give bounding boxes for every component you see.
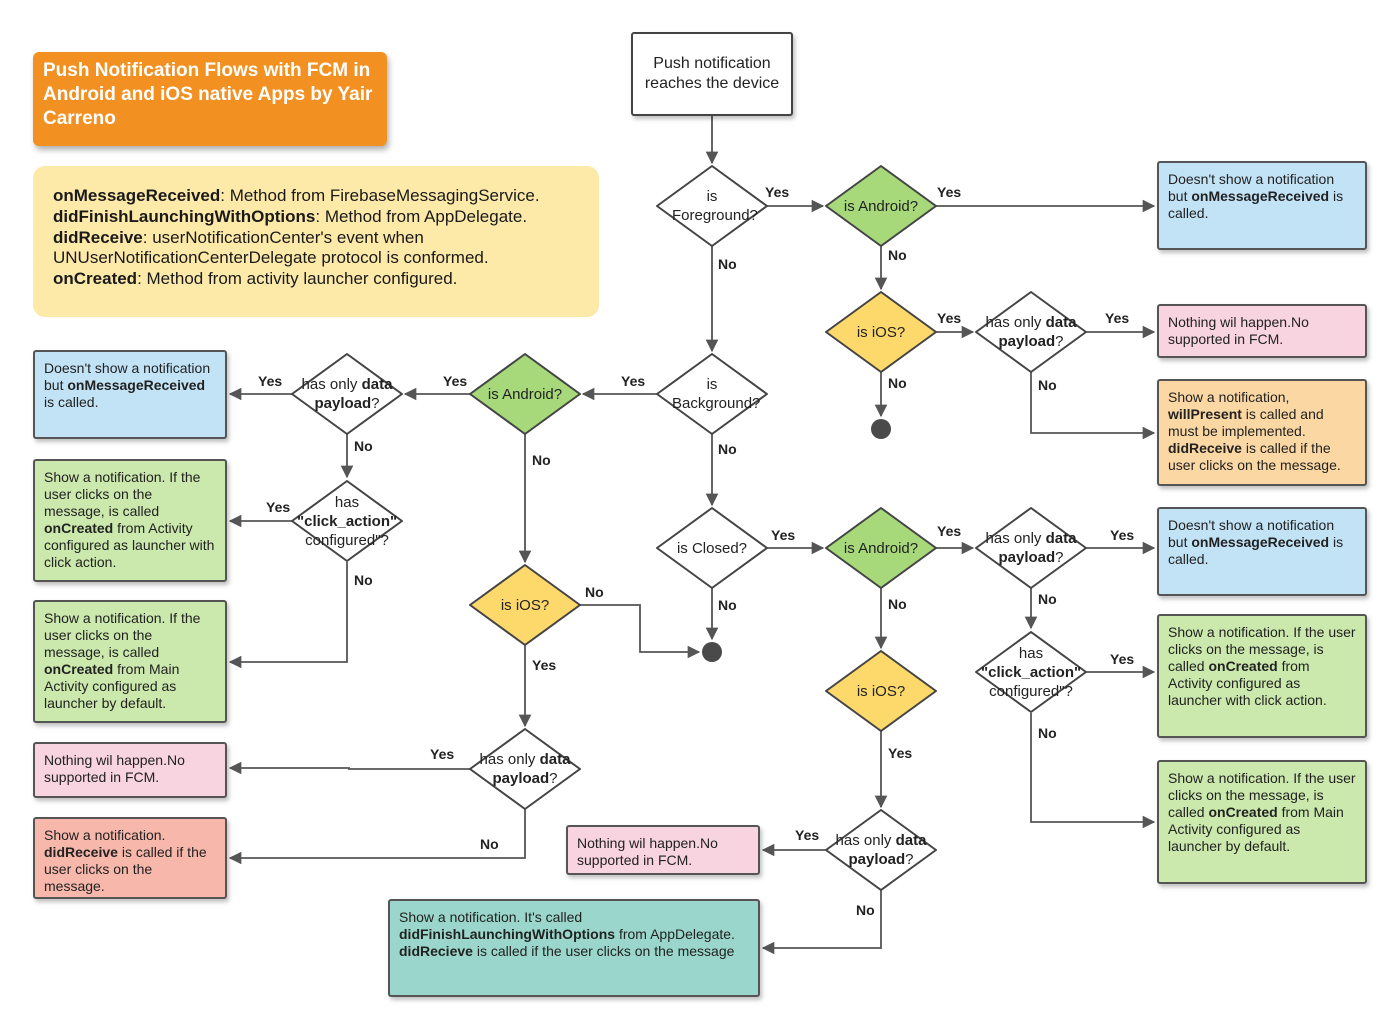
decision-diamond-shape	[656, 353, 768, 435]
edge-label-no: No	[354, 572, 373, 588]
decision-diamond-shape	[291, 480, 403, 562]
edge-label-yes: Yes	[795, 827, 820, 843]
start-node-label: Push notification reaches the device	[644, 55, 780, 92]
edge-label-yes: Yes	[621, 373, 646, 389]
edge-label-no: No	[718, 597, 737, 613]
legend-item-onmessagereceived: onMessageReceived: Method from FirebaseM…	[53, 186, 540, 205]
decision-diamond-shape	[656, 165, 768, 247]
flow-connector	[580, 604, 701, 659]
edge-label-yes: Yes	[888, 745, 913, 761]
decision-diamond-shape	[825, 650, 937, 732]
legend-item-didfinishlaunching: didFinishLaunchingWithOptions: Method fr…	[53, 206, 528, 226]
decision-diamond-shape	[825, 507, 937, 589]
edge-label-yes: Yes	[258, 373, 283, 389]
result-show-oncreated-click-closed: Show a notification. If the user clicks …	[1157, 614, 1367, 738]
result-nothing-happens-ios-closed: Nothing wil happen.No supported in FCM.	[566, 825, 760, 875]
edge-label-yes: Yes	[532, 657, 557, 673]
edge-label-no: No	[888, 247, 907, 263]
edge-label-yes: Yes	[443, 373, 468, 389]
result-show-didfinish-ios-closed: Show a notification. It's called didFini…	[388, 899, 760, 997]
result-nothing-happens-ios-bg: Nothing wil happen.No supported in FCM.	[33, 742, 227, 798]
edge-label-yes: Yes	[266, 499, 291, 515]
edge-label-yes: Yes	[937, 523, 962, 539]
decision-diamond-shape	[825, 809, 937, 891]
decision-diamond-shape	[975, 507, 1087, 589]
decision-diamond-shape	[825, 165, 937, 247]
result-nothing-happens-ios-fg: Nothing wil happen.No supported in FCM.	[1157, 304, 1367, 358]
edge-label-no: No	[888, 596, 907, 612]
edge-label-yes: Yes	[937, 310, 962, 326]
end-node	[871, 419, 891, 439]
flow-connector	[1030, 372, 1156, 440]
flow-connector	[228, 562, 348, 669]
decision-diamond-shape	[975, 631, 1087, 713]
decision-diamond-shape	[825, 291, 937, 373]
result-show-didreceive-ios-bg: Show a notification. didReceive is calle…	[33, 817, 227, 899]
edge-label-yes: Yes	[937, 184, 962, 200]
edge-label-yes: Yes	[1110, 651, 1135, 667]
flow-connector	[228, 761, 470, 775]
decision-diamond-shape	[469, 728, 581, 810]
legend-item-oncreated: onCreated: Method from activity launcher…	[53, 269, 458, 289]
diagram-title: Push Notification Flows with FCM in Andr…	[33, 52, 387, 146]
decision-diamond-shape	[469, 564, 581, 646]
edge-label-no: No	[480, 836, 499, 852]
edge-label-yes: Yes	[771, 527, 796, 543]
result-no-show-onmessagereceived-closed: Doesn't show a notification but onMessag…	[1157, 507, 1367, 596]
flow-connector	[1030, 713, 1156, 829]
decision-diamond-shape	[656, 507, 768, 589]
flow-connector	[761, 890, 882, 955]
edge-label-no: No	[1038, 725, 1057, 741]
flow-connector	[228, 809, 526, 865]
edge-label-no: No	[585, 584, 604, 600]
result-show-willpresent-ios-fg: Show a notification, willPresent is call…	[1157, 379, 1367, 486]
edge-label-no: No	[718, 441, 737, 457]
decision-diamond-shape	[469, 353, 581, 435]
result-no-show-onmessagereceived-bg: Doesn't show a notification but onMessag…	[33, 350, 227, 439]
edge-label-no: No	[1038, 377, 1057, 393]
edge-label-no: No	[888, 375, 907, 391]
legend-item-didreceive: didReceive: userNotificationCenter's eve…	[53, 227, 489, 268]
edge-label-yes: Yes	[1105, 310, 1130, 326]
legend: onMessageReceived: Method from FirebaseM…	[33, 166, 599, 317]
edge-label-no: No	[856, 902, 875, 918]
result-show-oncreated-main-closed: Show a notification. If the user clicks …	[1157, 760, 1367, 884]
edge-label-no: No	[1038, 591, 1057, 607]
result-show-oncreated-main-bg: Show a notification. If the user clicks …	[33, 600, 227, 723]
result-show-oncreated-click-bg: Show a notification. If the user clicks …	[33, 459, 227, 582]
decision-diamond-shape	[975, 291, 1087, 373]
edge-label-yes: Yes	[765, 184, 790, 200]
edge-label-no: No	[532, 452, 551, 468]
end-node	[702, 642, 722, 662]
edge-label-no: No	[718, 256, 737, 272]
start-node: Push notification reaches the device	[631, 32, 793, 116]
decision-diamond-shape	[291, 353, 403, 435]
result-no-show-onmessagereceived-fg: Doesn't show a notification but onMessag…	[1157, 161, 1367, 250]
edge-label-no: No	[354, 438, 373, 454]
edge-label-yes: Yes	[1110, 527, 1135, 543]
edge-label-yes: Yes	[430, 746, 455, 762]
